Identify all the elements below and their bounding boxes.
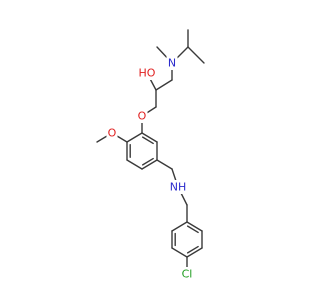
bond-5: [155, 79, 173, 91]
atom-label-cl: Cl: [182, 268, 193, 281]
bond-27: [186, 221, 203, 232]
atom-background-n_isopropyl: [166, 56, 178, 70]
bond-13: [141, 159, 158, 170]
bond-2: [187, 46, 205, 64]
molecule-canvas: N HO O O NH Cl: [96, 29, 205, 281]
bond-25: [186, 247, 203, 258]
bond-24: [171, 247, 188, 258]
atom-background-n_amine: [169, 180, 187, 194]
atom-background-cl: [178, 267, 196, 281]
atom-label-n_isopropyl: N: [168, 57, 176, 70]
bond-layer: [96, 29, 205, 275]
bond-10: [126, 132, 143, 143]
atom-label-o_ether: O: [138, 110, 147, 123]
bond-12: [126, 159, 143, 170]
bond-22: [171, 221, 188, 232]
double-bond-inner-34: [186, 245, 199, 254]
atom-label-o_methoxy: O: [108, 127, 117, 140]
atom-background-o_hydroxyl: [138, 66, 156, 80]
atom-label-layer: N HO O O NH Cl: [106, 56, 196, 281]
bond-15: [141, 132, 158, 143]
double-bond-inner-29: [141, 136, 154, 145]
double-bond-inner-31: [141, 157, 154, 166]
atom-label-o_hydroxyl: HO: [139, 67, 156, 80]
atom-label-n_amine: NH: [170, 181, 187, 194]
double-bond-inner-32: [186, 225, 199, 234]
atom-background-o_ether: [136, 109, 148, 123]
atom-background-o_methoxy: [106, 126, 118, 140]
bond-18: [156, 159, 173, 170]
chemical-structure-diagram: N HO O O NH Cl: [96, 29, 205, 281]
